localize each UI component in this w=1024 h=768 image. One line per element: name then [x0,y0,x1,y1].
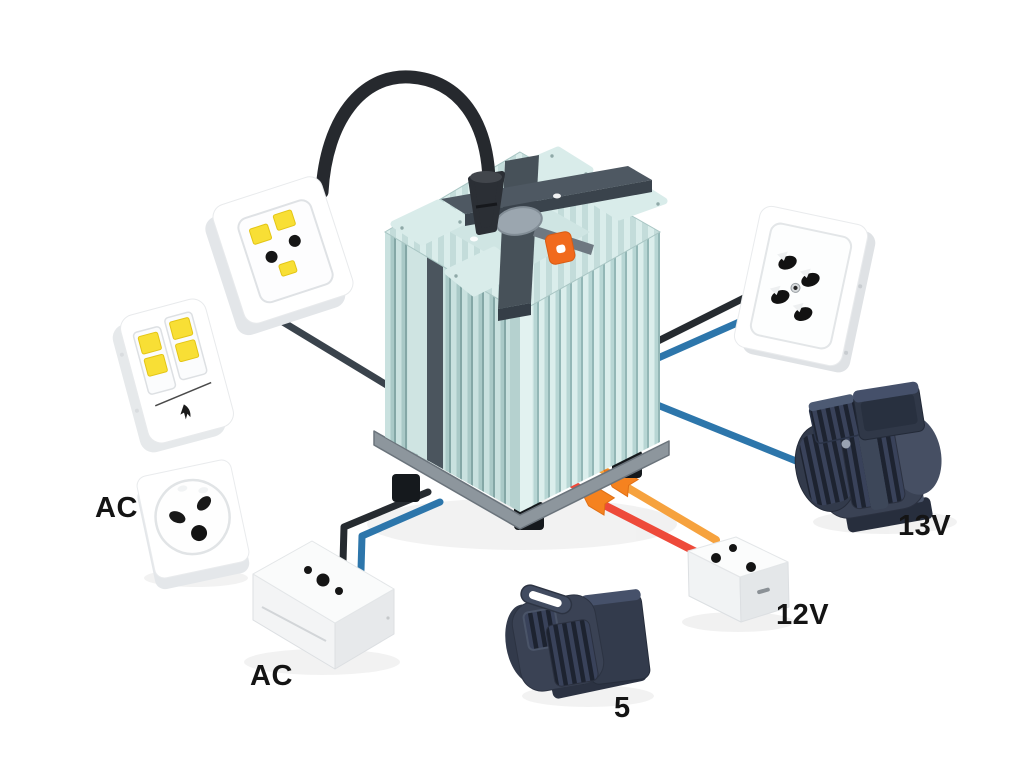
switch-panel-four-buttons [112,298,234,453]
transformer-unit [373,146,670,530]
electric-motor-13v [794,381,942,533]
wire-blue-to-motor [641,396,810,469]
switch-arrow-icon [180,404,191,420]
ac-hole-bottom [191,525,208,542]
wire-red-seg2 [602,502,704,558]
box-top-dots [711,544,756,572]
four-pin-outlet [733,205,876,373]
junction-box-12v [687,536,790,623]
ac-hole-right [196,496,212,511]
wire-gray-outlet-to-transformer [269,312,394,391]
label-5: 5 [614,692,631,724]
ac-hole-left [169,511,186,524]
motor-top-vent-box [808,394,862,444]
transformer-base-rim [373,430,670,530]
pin-yellow-3 [278,260,298,277]
box-seam-line [261,606,327,642]
left-face-dark-channel [427,257,443,469]
motor-handle [520,584,573,615]
motor-terminal-box [853,381,925,441]
pin-yellow-1 [249,223,272,245]
wire-black-left [339,488,432,566]
power-cable [315,70,496,199]
wire-orange-seg2 [624,484,720,544]
outlet-round-recess [154,478,231,556]
electric-motor-5 [505,584,651,699]
label-12v: 12V [776,599,830,631]
pin-hole-2 [288,234,301,247]
pin-hole-1 [265,250,278,263]
switch-divider-line [154,381,212,407]
label-ac-outlet: AC [95,492,138,524]
label-13v: 13V [898,510,952,542]
orange-indicator [544,231,576,265]
ac-wall-outlet [136,459,250,590]
corner-strip-right [520,305,532,512]
pin-yellow-2 [272,209,296,231]
label-ac-box: AC [250,660,293,692]
outlet-yellow-pins [205,176,354,336]
outlet-chamfers [769,251,811,313]
box-slot [757,587,770,595]
left-face-smooth-panel [408,246,427,460]
box-top-dots [304,566,343,595]
corner-strip-left [510,306,520,512]
wire-blue-left [357,498,444,574]
bracket-screws [470,193,561,242]
outlet-recess [749,222,853,350]
ac-junction-box [252,540,395,670]
cable-connector [468,171,505,235]
switch-buttons [137,317,200,377]
